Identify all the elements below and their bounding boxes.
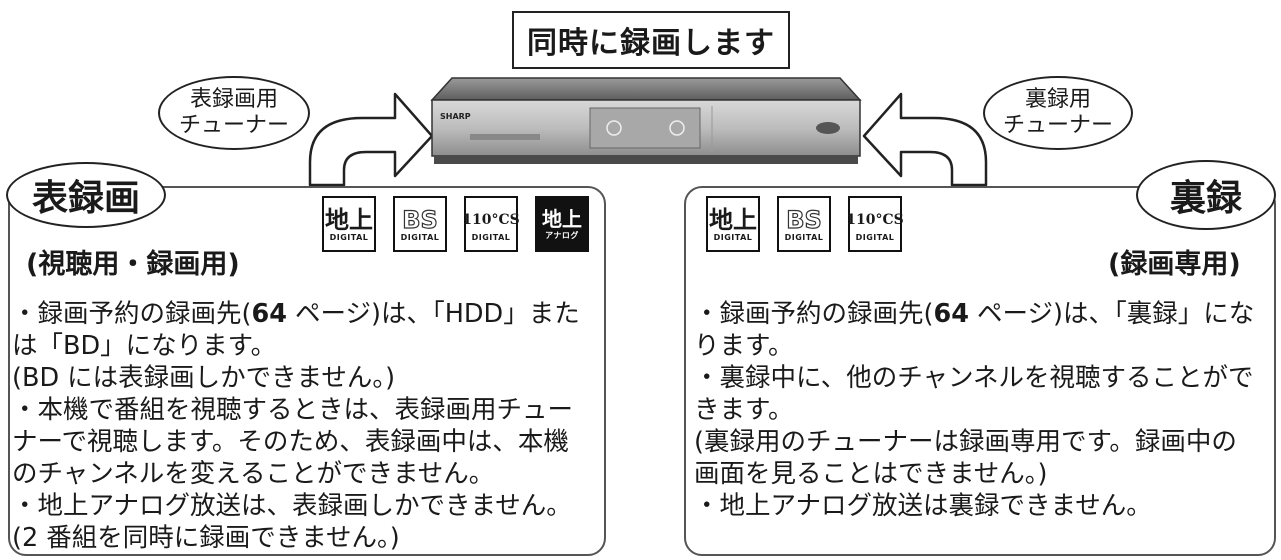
front-recording-notes: ・録画予約の録画先(64 ページ)は、「HDD」または「BD」になります。(BD… (12, 298, 602, 554)
note-text: ・地上アナログ放送は、表録画しかできません。 (12, 491, 572, 521)
icon-sub-label: アナログ (545, 230, 579, 240)
note-line: (裏録用のチューナーは録画専用です。録画中の (694, 426, 1274, 458)
note-text: (2 番組を同時に録画できません。) (12, 523, 400, 553)
note-text: きます。 (694, 395, 794, 425)
note-text: ります。 (694, 331, 794, 361)
note-line: ・録画予約の録画先(64 ページ)は、「裏録」にな (694, 298, 1274, 330)
note-text: ページ)は、「裏録」にな (968, 299, 1255, 329)
note-line: は「BD」になります。 (12, 330, 602, 362)
note-text: ・本機で番組を視聴するときは、表録画用チュー (12, 395, 574, 425)
note-text: ・録画予約の録画先( (694, 299, 934, 329)
cs-110-digital-icon: 110°CS DIGITAL (846, 196, 904, 252)
note-text: は「BD」になります。 (12, 331, 277, 361)
note-text: ・裏録中に、他のチャンネルを視聴することがで (694, 363, 1254, 393)
terrestrial-analog-icon: 地上アナログ (535, 196, 589, 252)
back-tuner-bubble: 裏録用 チューナー (983, 76, 1133, 150)
back-tuner-label-2: チューナー (1002, 113, 1113, 138)
icon-main-label: BS (402, 205, 439, 234)
note-text: ・録画予約の録画先( (12, 299, 252, 329)
front-recording-subtitle: (視聴用・録画用) (26, 249, 240, 280)
icon-main-label: 地上 (325, 204, 373, 234)
note-text: ・地上アナログ放送は裏録できません。 (694, 491, 1152, 521)
note-line: 画面を見ることはできません。) (694, 458, 1274, 490)
note-text: (裏録用のチューナーは録画専用です。録画中の (694, 427, 1237, 457)
diagram-title: 同時に録画します (512, 11, 790, 69)
note-line: ・録画予約の録画先(64 ページ)は、「HDD」また (12, 298, 602, 330)
left-curved-arrow-icon (308, 92, 434, 187)
icon-sub-label: DIGITAL (855, 232, 895, 242)
icon-sub-label: DIGITAL (400, 232, 440, 242)
note-line: ・地上アナログ放送は裏録できません。 (694, 490, 1274, 522)
note-line: ・裏録中に、他のチャンネルを視聴することがで (694, 362, 1274, 394)
bd-recorder-device (430, 77, 862, 164)
note-line: ・地上アナログ放送は、表録画しかできません。 (12, 490, 602, 522)
note-line: ナーで視聴します。そのため、表録画中は、本機 (12, 426, 602, 458)
note-line: ・本機で番組を視聴するときは、表録画用チュー (12, 394, 602, 426)
back-recording-notes: ・録画予約の録画先(64 ページ)は、「裏録」になります。・裏録中に、他のチャン… (694, 298, 1274, 522)
right-curved-arrow-icon (862, 92, 988, 187)
back-recording-subtitle: (録画専用) (1108, 249, 1241, 280)
note-line: (BD には表録画しかできません。) (12, 362, 602, 394)
note-text: ページ)は、「HDD」また (286, 299, 580, 329)
note-text: (BD には表録画しかできません。) (12, 363, 396, 393)
note-line: のチャンネルを変えることができません。 (12, 458, 602, 490)
note-text: ナーで視聴します。そのため、表録画中は、本機 (12, 427, 569, 457)
icon-sub-label: DIGITAL (471, 232, 511, 242)
icon-main-label: BS (786, 205, 823, 234)
note-line: ります。 (694, 330, 1274, 362)
icon-main-label: 110°CS (462, 211, 520, 228)
front-recording-tag: 表録画 (6, 162, 166, 228)
front-tuner-label-2: チューナー (178, 113, 289, 138)
page-number: 64 (251, 299, 287, 329)
front-tuner-label-1: 表録画用 (189, 87, 278, 112)
back-tuner-label-1: 裏録用 (1024, 87, 1091, 112)
note-text: のチャンネルを変えることができません。 (12, 459, 495, 489)
note-text: 画面を見ることはできません。) (694, 459, 1048, 489)
page-number: 64 (933, 299, 969, 329)
icon-sub-label: DIGITAL (713, 232, 753, 242)
brand-logo: SHARP (440, 112, 471, 121)
back-recording-tag: 裏録 (1136, 160, 1276, 230)
front-tuner-bubble: 表録画用 チューナー (158, 76, 310, 150)
icon-main-label: 地上 (709, 204, 757, 234)
icon-sub-label: DIGITAL (784, 232, 824, 242)
icon-main-label: 地上 (542, 206, 582, 231)
note-line: (2 番組を同時に録画できません。) (12, 522, 602, 554)
note-line: きます。 (694, 394, 1274, 426)
icon-sub-label: DIGITAL (329, 232, 369, 242)
cs-110-digital-icon: 110°CS DIGITAL (462, 196, 520, 252)
icon-main-label: 110°CS (846, 211, 904, 228)
